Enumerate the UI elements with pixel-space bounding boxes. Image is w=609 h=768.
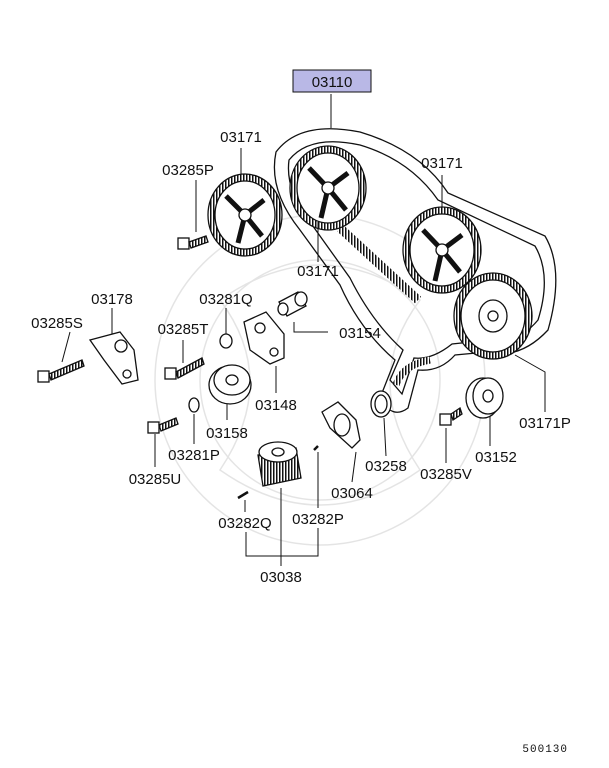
callout-sprocket-right-top: 03171: [421, 155, 463, 172]
tensioner-arm-03148: [243, 311, 285, 365]
callout-bolt-03285V: 03285V: [420, 466, 472, 483]
bolt-03285U: [147, 417, 179, 434]
washer-03281P: [188, 397, 200, 413]
washer-03281Q: [219, 333, 233, 349]
leader-lines: [61, 94, 546, 566]
callout-tensioner-arm-03148: 03148: [255, 397, 297, 414]
tensioner-pulley-03158: [208, 364, 252, 405]
callout-crank-sprocket-03038: 03038: [260, 569, 302, 586]
callout-flange-03064: 03064: [331, 485, 373, 502]
callout-bolt-03285U: 03285U: [129, 471, 182, 488]
callout-washer-03281Q: 03281Q: [199, 291, 252, 308]
sprocket-right-top-03171: [402, 206, 482, 294]
crank-sprocket-03038: [257, 441, 302, 487]
callout-bracket-03178: 03178: [91, 291, 133, 308]
sprocket-left-03171: [207, 173, 283, 257]
callout-pin-03154: 03154: [339, 325, 381, 342]
bolt-03285V: [439, 406, 463, 426]
key-03282Q: [237, 490, 249, 500]
callout-bolt-03285S: 03285S: [31, 315, 83, 332]
highlight-box-03110: [292, 69, 372, 93]
callout-belt: 03110: [312, 74, 353, 91]
callout-washer-03281P: 03281P: [168, 447, 220, 464]
sprocket-right-bottom-03171P: [453, 272, 533, 360]
callout-bolt-03285T: 03285T: [158, 321, 209, 338]
key-03282P: [313, 445, 319, 451]
callout-tensioner-pulley-03158: 03158: [206, 425, 248, 442]
callout-sprocket-left: 03171: [220, 129, 262, 146]
callout-sprocket-center: 03171: [297, 263, 339, 280]
pin-03154: [277, 291, 308, 317]
idler-03152: [465, 377, 504, 419]
reference-number: 500130: [522, 744, 568, 756]
bracket-03178: [88, 331, 139, 385]
bolt-03285P: [177, 235, 209, 250]
sprocket-center-03171: [289, 145, 367, 231]
callout-key-03282P: 03282P: [292, 511, 344, 528]
bolt-03285S: [37, 359, 85, 383]
bolt-03285T: [164, 357, 205, 380]
flange-03064: [321, 401, 361, 449]
callout-seal-ring-03258: 03258: [365, 458, 407, 475]
callout-sprocket-03171P: 03171P: [519, 415, 571, 432]
callout-key-03282Q: 03282Q: [218, 515, 271, 532]
seal-ring-03258: [370, 390, 392, 418]
callout-idler-03152: 03152: [475, 449, 517, 466]
callout-bolt-03285P: 03285P: [162, 162, 214, 179]
